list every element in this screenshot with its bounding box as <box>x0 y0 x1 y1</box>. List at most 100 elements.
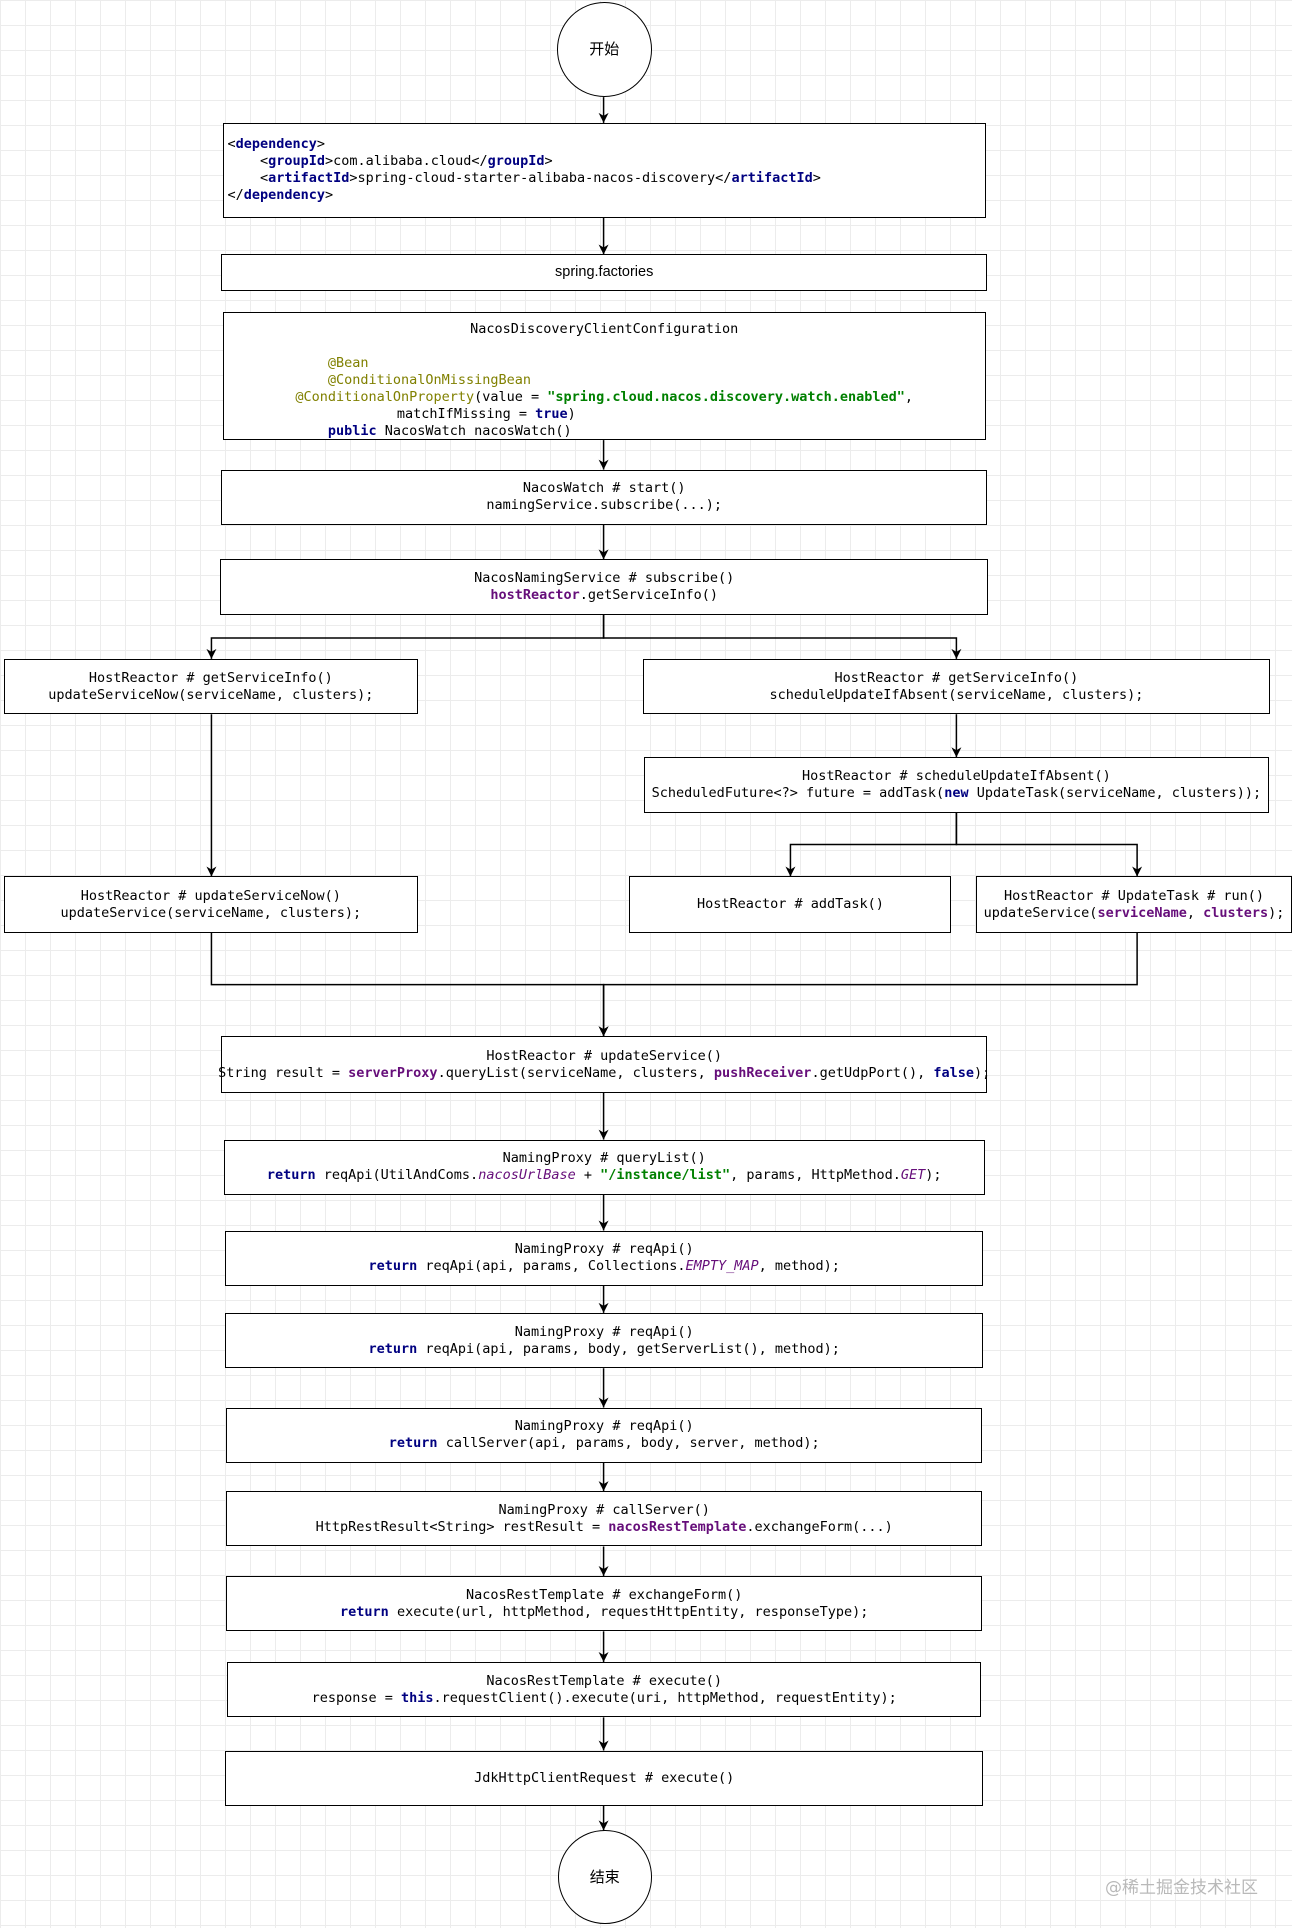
node-naming-proxy-req-api-2: NamingProxy # reqApi()return reqApi(api,… <box>224 1312 984 1369</box>
code-token: String result = <box>218 1064 349 1081</box>
code-token: NacosWatch nacosWatch() <box>384 423 881 440</box>
arrowhead <box>598 1565 609 1576</box>
node-line: HostReactor # addTask() <box>697 896 884 913</box>
code-token: HostReactor # getServiceInfo() <box>88 669 333 686</box>
node-line: HostReactor # UpdateTask # run() <box>1004 888 1264 905</box>
code-token: ); <box>1268 904 1285 921</box>
arrowhead <box>598 1302 609 1313</box>
node-host-reactor-get-service-info-left: HostReactor # getServiceInfo()updateServ… <box>3 658 418 715</box>
node-line: </dependency> <box>228 187 334 204</box>
node-line: HostReactor # updateService() <box>486 1048 722 1065</box>
code-token: NamingProxy # reqApi() <box>514 1323 694 1340</box>
code-token: scheduleUpdateIfAbsent(serviceName, clus… <box>769 686 1144 703</box>
code-token: ); <box>925 1167 942 1184</box>
node-dependency: <dependency> <groupId>com.alibaba.cloud<… <box>222 122 986 218</box>
node-line: 开始 <box>589 41 619 58</box>
code-token: pushReceiver <box>713 1064 812 1081</box>
node-host-reactor-update-service-now: HostReactor # updateServiceNow()updateSe… <box>3 876 418 934</box>
code-token: return <box>266 1167 324 1184</box>
code-token: HttpRestResult<String> restResult = <box>315 1518 609 1535</box>
code-token: UpdateTask(serviceName, clusters)); <box>976 784 1262 801</box>
code-token: return <box>368 1258 426 1275</box>
code-token: > <box>316 136 326 153</box>
node-line: HostReactor # scheduleUpdateIfAbsent() <box>802 768 1111 785</box>
code-token: @ConditionalOnProperty <box>295 389 475 406</box>
arrowhead <box>598 1740 609 1751</box>
node-line: public NacosWatch nacosWatch() <box>328 423 881 440</box>
code-token <box>600 338 608 354</box>
arrowhead <box>598 1652 609 1663</box>
code-token: groupId <box>268 153 326 170</box>
code-token: > <box>544 153 553 170</box>
node-line: matchIfMissing = true) <box>356 406 852 423</box>
code-token: return <box>368 1340 426 1357</box>
node-line: return execute(url, httpMethod, requestH… <box>340 1604 868 1621</box>
arrowhead <box>598 549 609 560</box>
edge-host-reactor-update-task-run-to-host-reactor-update-service <box>602 933 1138 1037</box>
code-token: NamingProxy # callServer() <box>498 1501 710 1518</box>
code-token: spring.factories <box>555 264 654 281</box>
code-token: serverProxy <box>348 1064 438 1081</box>
node-start: 开始 <box>556 2 652 98</box>
node-line: 结束 <box>589 1867 620 1886</box>
node-line: <dependency> <box>228 136 326 153</box>
code-token: 开始 <box>589 40 620 59</box>
node-naming-proxy-query-list: NamingProxy # queryList() return reqApi(U… <box>223 1139 985 1195</box>
arrowhead <box>598 1026 609 1037</box>
node-end: 结束 <box>558 1830 652 1924</box>
code-token: namingService.subscribe(...); <box>486 497 723 514</box>
node-nacos-watch-start: NacosWatch # start()namingService.subscr… <box>221 469 988 525</box>
node-host-reactor-update-service: HostReactor # updateService() String resu… <box>218 1036 991 1093</box>
code-token: JdkHttpClientRequest # execute() <box>474 1769 735 1786</box>
node-naming-proxy-call-server: NamingProxy # callServer()HttpRestResult… <box>226 1491 983 1547</box>
code-token: HostReactor # UpdateTask # run() <box>1003 887 1265 904</box>
node-line: NamingProxy # callServer() <box>499 1502 710 1519</box>
code-token: NamingProxy # queryList() <box>502 1150 706 1167</box>
arrowhead <box>598 112 609 123</box>
code-token: groupId <box>487 153 545 170</box>
code-token: return <box>388 1435 446 1452</box>
code-token: HostReactor # scheduleUpdateIfAbsent() <box>801 767 1111 784</box>
node-line: updateService(serviceName, clusters); <box>60 905 361 922</box>
code-token: NamingProxy # reqApi() <box>514 1241 694 1258</box>
node-line: @ConditionalOnMissingBean <box>328 372 881 389</box>
edge-nacos-naming-service-subscribe-to-host-reactor-get-service-info-right <box>602 614 958 659</box>
node-line: return callServer(api, params, body, ser… <box>389 1435 820 1452</box>
node-line: <groupId>com.alibaba.cloud</groupId> <box>228 153 553 170</box>
code-token: NacosNamingService # subscribe() <box>474 569 735 586</box>
node-line: HttpRestResult<String> restResult = naco… <box>316 1519 893 1536</box>
code-token: < <box>227 170 269 187</box>
node-nacos-discovery-client-configuration: NacosDiscoveryClientConfiguration @Bean … <box>222 312 986 441</box>
node-jdk-http-client-request-execute: JdkHttpClientRequest # execute() <box>224 1750 984 1806</box>
arrowhead <box>206 648 217 659</box>
edge-host-reactor-schedule-update-if-absent-to-host-reactor-add-task <box>789 812 958 877</box>
node-line: HostReactor # getServiceInfo() <box>89 670 333 687</box>
code-token: >com.alibaba.cloud</ <box>325 153 488 170</box>
code-token: public <box>327 423 385 440</box>
code-token: serviceName <box>1097 904 1187 921</box>
code-token: ); <box>974 1064 991 1081</box>
code-token: "/instance/list" <box>600 1167 731 1184</box>
code-token: 结束 <box>589 1867 620 1886</box>
code-token: GET <box>900 1167 926 1184</box>
code-token: .getServiceInfo() <box>579 586 718 603</box>
node-line: NacosRestTemplate # execute() <box>486 1673 722 1690</box>
node-line: NamingProxy # reqApi() <box>515 1241 694 1258</box>
code-token: HostReactor # addTask() <box>696 896 884 913</box>
node-line: return reqApi(api, params, body, getServ… <box>368 1341 839 1358</box>
code-token: HostReactor # updateService() <box>486 1047 723 1064</box>
code-token: .queryList(serviceName, clusters, <box>437 1064 714 1081</box>
arrowhead <box>785 866 796 877</box>
node-line: JdkHttpClientRequest # execute() <box>474 1770 734 1787</box>
node-line: NamingProxy # reqApi() <box>515 1418 694 1435</box>
code-token: nacosUrlBase <box>478 1167 576 1184</box>
node-line: response = this.requestClient().execute(… <box>312 1690 897 1707</box>
node-host-reactor-update-task-run: HostReactor # UpdateTask # run()updateSe… <box>976 876 1292 934</box>
node-nacos-naming-service-subscribe: NacosNamingService # subscribe()hostReac… <box>220 559 989 615</box>
node-nacos-rest-template-exchange-form: NacosRestTemplate # exchangeForm()return… <box>226 1575 983 1632</box>
code-token: nacosRestTemplate <box>608 1518 747 1535</box>
node-line: namingService.subscribe(...); <box>486 497 722 514</box>
code-token: reqApi(UtilAndComs. <box>323 1167 479 1184</box>
code-token: NacosRestTemplate # execute() <box>486 1672 723 1689</box>
code-token: updateServiceNow(serviceName, clusters); <box>48 686 374 703</box>
